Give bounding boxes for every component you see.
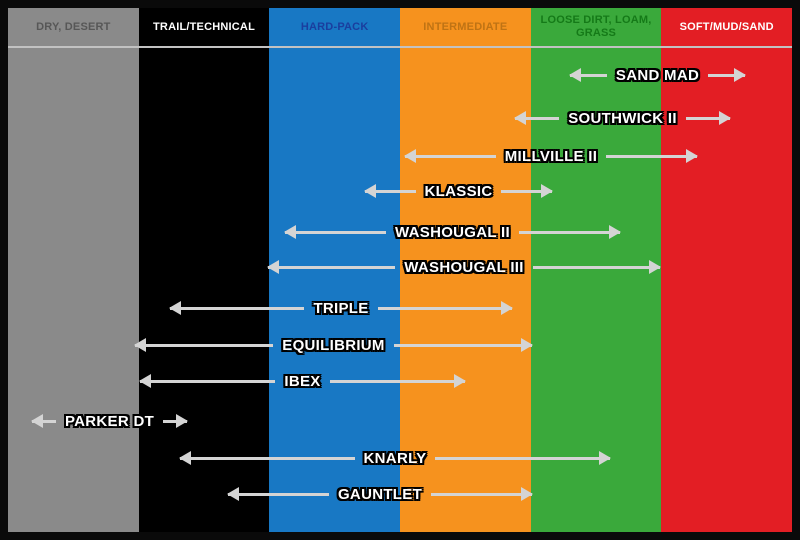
tire-row-washougal-iii: WASHOUGAL III xyxy=(267,256,661,278)
arrowhead-left-icon xyxy=(364,184,376,198)
arrow-right-icon xyxy=(708,68,747,82)
arrowhead-right-icon xyxy=(649,260,661,274)
tire-name-label: WASHOUGAL II xyxy=(395,223,510,241)
tire-name-label: PARKER DT xyxy=(64,412,155,430)
tire-name-label: KLASSIC xyxy=(424,182,493,200)
tire-row-millville-ii: MILLVILLE II xyxy=(404,145,699,167)
terrain-column-label: TRAIL/TECHNICAL xyxy=(153,20,255,33)
arrowhead-right-icon xyxy=(541,184,553,198)
arrowhead-right-icon xyxy=(501,301,514,315)
tire-name-label: MILLVILLE II xyxy=(504,147,598,165)
arrow-right-icon xyxy=(532,260,661,274)
arrowhead-left-icon xyxy=(179,451,191,465)
tire-name-label: TRIPLE xyxy=(313,299,369,317)
arrowhead-left-icon xyxy=(31,414,43,428)
arrow-right-icon xyxy=(501,184,553,198)
arrowhead-left-icon xyxy=(404,149,416,163)
terrain-columns: DRY, DESERT TRAIL/TECHNICAL HARD-PACK INTER… xyxy=(8,8,792,532)
arrow-left-icon xyxy=(404,149,496,163)
arrowhead-right-icon xyxy=(686,149,699,163)
tire-row-washougal-ii: WASHOUGAL II xyxy=(284,221,621,243)
tire-name-label: WASHOUGAL III xyxy=(404,258,524,276)
arrowhead-right-icon xyxy=(454,374,466,388)
arrow-left-icon xyxy=(569,68,607,82)
arrow-left-icon xyxy=(179,451,355,465)
tire-name-label: EQUILIBRIUM xyxy=(282,336,385,354)
arrowhead-left-icon xyxy=(134,338,146,352)
tire-name-label: KNARLY xyxy=(363,449,427,467)
chart-area: DRY, DESERT TRAIL/TECHNICAL HARD-PACK INTER… xyxy=(8,8,792,532)
arrowhead-right-icon xyxy=(521,487,533,501)
arrow-right-icon xyxy=(519,225,621,239)
arrowhead-left-icon xyxy=(569,68,581,82)
tire-rows: SAND MAD SOUTHWICK II MILLVILLE II KLASSIC W… xyxy=(8,8,792,532)
arrowhead-right-icon xyxy=(734,68,747,82)
arrow-right-icon xyxy=(329,374,466,388)
arrowhead-left-icon xyxy=(169,301,181,315)
arrow-left-icon xyxy=(267,260,396,274)
arrow-left-icon xyxy=(227,487,329,501)
arrow-left-icon xyxy=(139,374,276,388)
terrain-column-label: DRY, DESERT xyxy=(36,20,111,33)
terrain-column-dry-desert: DRY, DESERT xyxy=(8,8,139,532)
tire-row-southwick-ii: SOUTHWICK II xyxy=(514,107,731,129)
tire-row-triple: TRIPLE xyxy=(169,297,514,319)
header-divider-line xyxy=(8,46,792,48)
arrow-right-icon xyxy=(163,414,188,428)
tire-row-sand-mad: SAND MAD xyxy=(569,64,747,86)
terrain-column-label: HARD-PACK xyxy=(300,20,369,33)
tire-name-label: IBEX xyxy=(284,372,321,390)
tire-row-equilibrium: EQUILIBRIUM xyxy=(134,334,533,356)
arrowhead-right-icon xyxy=(521,338,533,352)
arrowhead-left-icon xyxy=(514,111,526,125)
arrow-left-icon xyxy=(31,414,56,428)
arrowhead-left-icon xyxy=(267,260,279,274)
arrowhead-left-icon xyxy=(139,374,151,388)
tire-name-label: SOUTHWICK II xyxy=(568,109,677,127)
tire-row-gauntlet: GAUNTLET xyxy=(227,483,533,505)
terrain-column-hard-pack: HARD-PACK xyxy=(269,8,401,532)
tire-row-ibex: IBEX xyxy=(139,370,466,392)
terrain-column-label: SOFT/MUD/SAND xyxy=(679,20,774,33)
arrow-right-icon xyxy=(377,301,514,315)
arrowhead-right-icon xyxy=(176,414,188,428)
tire-row-knarly: KNARLY xyxy=(179,447,612,469)
arrow-left-icon xyxy=(134,338,274,352)
arrow-right-icon xyxy=(431,487,533,501)
arrowhead-right-icon xyxy=(719,111,731,125)
arrow-right-icon xyxy=(606,149,699,163)
arrowhead-right-icon xyxy=(609,225,621,239)
tire-row-parker-dt: PARKER DT xyxy=(31,410,188,432)
arrow-left-icon xyxy=(284,225,386,239)
arrow-left-icon xyxy=(364,184,416,198)
tire-name-label: SAND MAD xyxy=(615,66,700,84)
terrain-column-trail-technical: TRAIL/TECHNICAL xyxy=(138,8,270,532)
terrain-column-intermediate: INTERMEDIATE xyxy=(400,8,531,532)
terrain-column-loose-dirt-loam-grass: LOOSE DIRT, LOAM, GRASS xyxy=(530,8,662,532)
terrain-column-label: INTERMEDIATE xyxy=(423,20,508,33)
terrain-column-soft-mud-sand: SOFT/MUD/SAND xyxy=(661,8,792,532)
terrain-column-label: LOOSE DIRT, LOAM, GRASS xyxy=(540,14,652,39)
arrow-left-icon xyxy=(169,301,305,315)
arrowhead-right-icon xyxy=(599,451,612,465)
arrowhead-left-icon xyxy=(284,225,296,239)
arrow-right-icon xyxy=(685,111,731,125)
arrow-left-icon xyxy=(514,111,560,125)
arrow-right-icon xyxy=(393,338,533,352)
tire-name-label: GAUNTLET xyxy=(337,485,423,503)
arrow-right-icon xyxy=(435,451,612,465)
arrowhead-left-icon xyxy=(227,487,239,501)
tire-row-klassic: KLASSIC xyxy=(364,180,553,202)
